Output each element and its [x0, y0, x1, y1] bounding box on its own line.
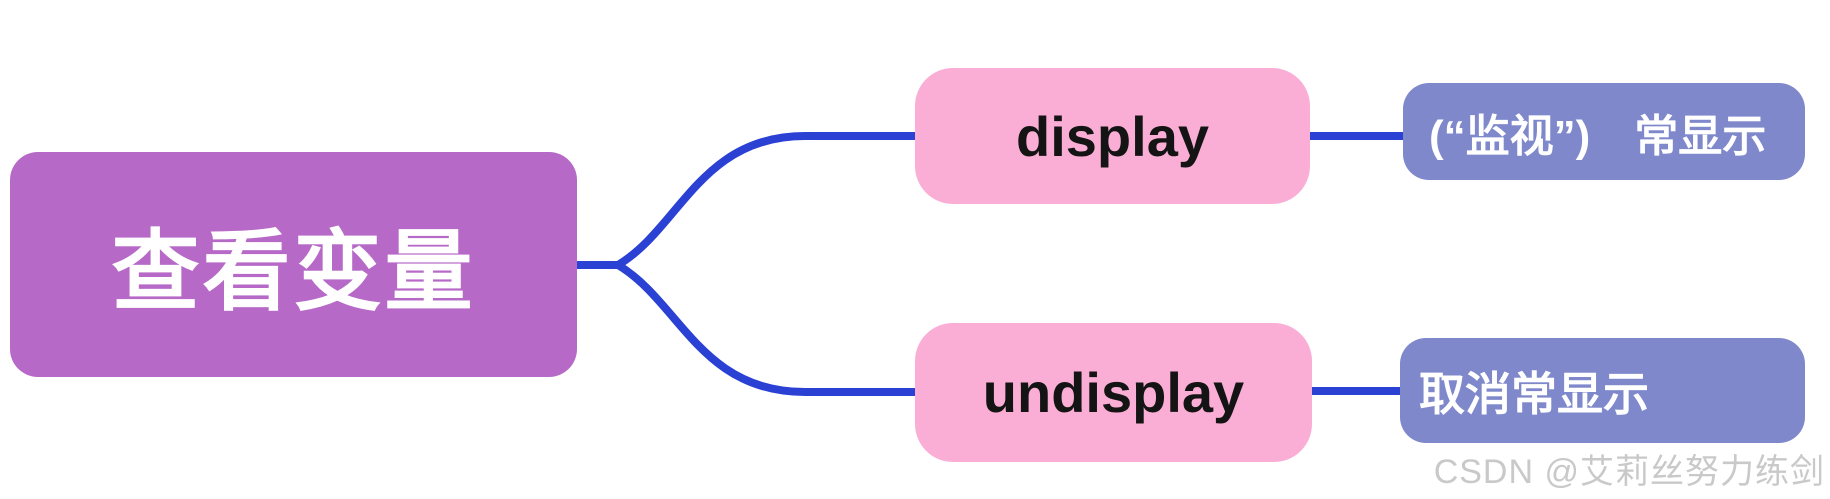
watch-result-label: (“监视”) 常显示	[1429, 111, 1767, 161]
cancel-result-node: 取消常显示	[1400, 338, 1805, 443]
connector-root-to-undisplay	[614, 261, 919, 396]
undisplay-command-node: undisplay	[915, 323, 1312, 462]
display-command-label: display	[1016, 104, 1209, 168]
display-command-node: display	[915, 68, 1310, 204]
watch-result-node: (“监视”) 常显示	[1403, 83, 1805, 180]
root-node: 查看变量	[10, 152, 577, 377]
root-node-label: 查看变量	[111, 222, 476, 321]
connector-root-to-display	[614, 132, 919, 269]
csdn-watermark: CSDN @艾莉丝努力练剑	[1433, 453, 1825, 491]
undisplay-command-label: undisplay	[982, 361, 1245, 424]
cancel-result-label: 取消常显示	[1419, 367, 1649, 420]
